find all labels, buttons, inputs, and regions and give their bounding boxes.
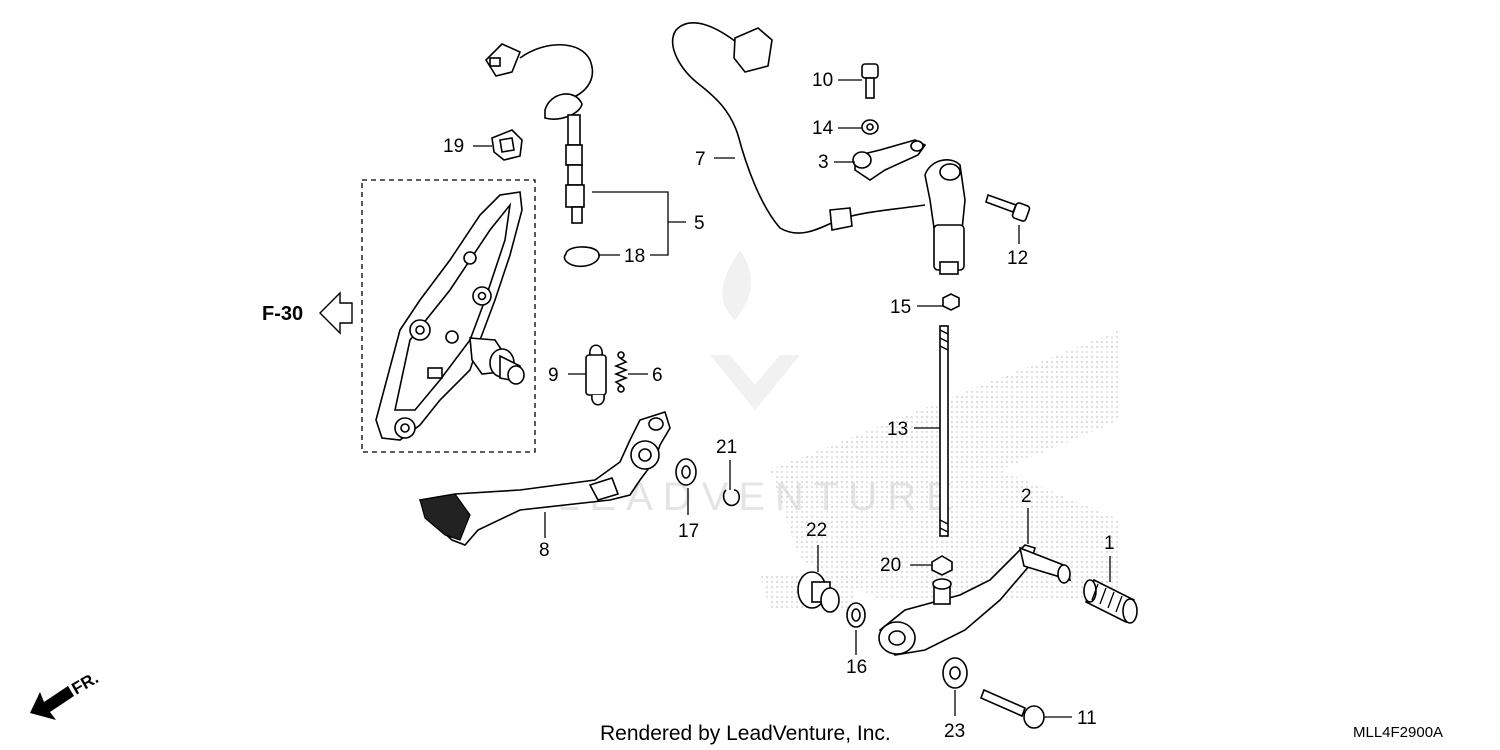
part-7-sensor-harness [671,21,926,234]
callout-1[interactable]: 1 [1104,533,1115,554]
callout-9[interactable]: 9 [548,365,559,386]
diagram-code: MLL4F2900A [1353,724,1443,741]
callout-14[interactable]: 14 [812,118,834,139]
reference-f30[interactable]: F-30 [262,291,353,335]
leader-lines [473,79,1111,718]
part-22-collar [797,571,840,613]
part-2-shift-lever [878,544,1072,656]
callout-7[interactable]: 7 [695,149,706,170]
callout-21[interactable]: 21 [716,437,737,458]
part-17-washer-hole [681,465,691,479]
reference-label: F-30 [262,303,303,325]
part-10-bolt [861,63,879,99]
front-direction-indicator: FR. [30,668,102,720]
part-9-spring [585,344,607,406]
callout-22[interactable]: 22 [806,520,827,541]
callout-23[interactable]: 23 [944,721,965,742]
part-5-stop-switch [484,43,594,224]
part-11-bolt [979,688,1045,729]
part-14-washer [861,119,879,135]
part-12-bolt [985,193,1031,222]
part-23-washer-hole [949,666,961,680]
callouts: 1 2 3 5 6 7 8 9 10 11 12 13 14 15 16 17 … [443,70,1115,742]
arrow-left-icon [319,291,353,335]
part-19-grommet [491,129,523,161]
callout-17[interactable]: 17 [678,521,699,542]
callout-15[interactable]: 15 [890,297,911,318]
part-8-brake-pedal [418,410,671,546]
sensor-body [924,159,966,275]
part-1-rubber [1083,578,1138,624]
front-label: FR. [69,668,102,698]
callout-11[interactable]: 11 [1077,708,1097,729]
bracket-group-box [361,179,536,453]
callout-19[interactable]: 19 [443,136,464,157]
callout-3[interactable]: 3 [818,152,829,173]
callout-5[interactable]: 5 [694,213,705,234]
part-21-clip [722,489,741,507]
callout-10[interactable]: 10 [812,70,833,91]
part-13-rod [939,325,949,537]
callout-18[interactable]: 18 [624,246,645,267]
callout-12[interactable]: 12 [1007,248,1028,269]
callout-6[interactable]: 6 [652,365,663,386]
callout-16[interactable]: 16 [846,657,867,678]
part-3-arm [852,139,927,181]
part-15-nut [942,293,960,311]
callout-2[interactable]: 2 [1021,486,1032,507]
callout-13[interactable]: 13 [887,419,908,440]
footpeg-bracket [375,191,525,441]
callout-8[interactable]: 8 [539,540,550,561]
rendered-by-text: Rendered by LeadVenture, Inc. [600,722,891,745]
arrow-down-left-icon [30,686,74,720]
part-6-spring [613,351,629,393]
part-16-washer-hole [851,608,861,622]
part-18-clip [563,246,600,268]
callout-20[interactable]: 20 [880,555,901,576]
part-20-nut [931,555,953,576]
